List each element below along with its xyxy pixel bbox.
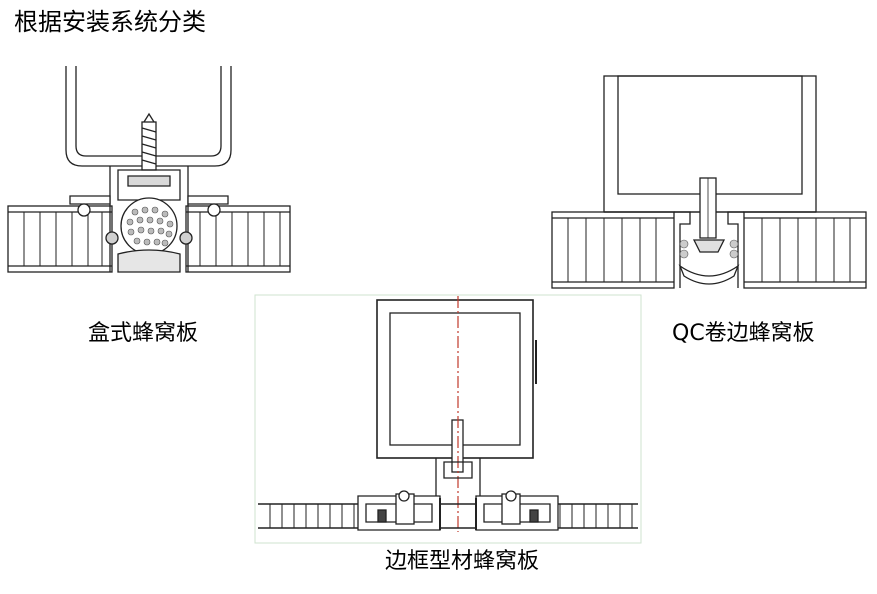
box-panel-diagram bbox=[7, 66, 291, 273]
frame-panel-diagram bbox=[254, 294, 642, 544]
caption-frame-panel: 边框型材蜂窝板 bbox=[385, 549, 540, 574]
page-title: 根据安装系统分类 bbox=[14, 8, 206, 36]
qc-panel-diagram bbox=[551, 75, 867, 289]
caption-box-panel: 盒式蜂窝板 bbox=[88, 321, 199, 346]
caption-qc-panel: QC卷边蜂窝板 bbox=[672, 321, 815, 346]
